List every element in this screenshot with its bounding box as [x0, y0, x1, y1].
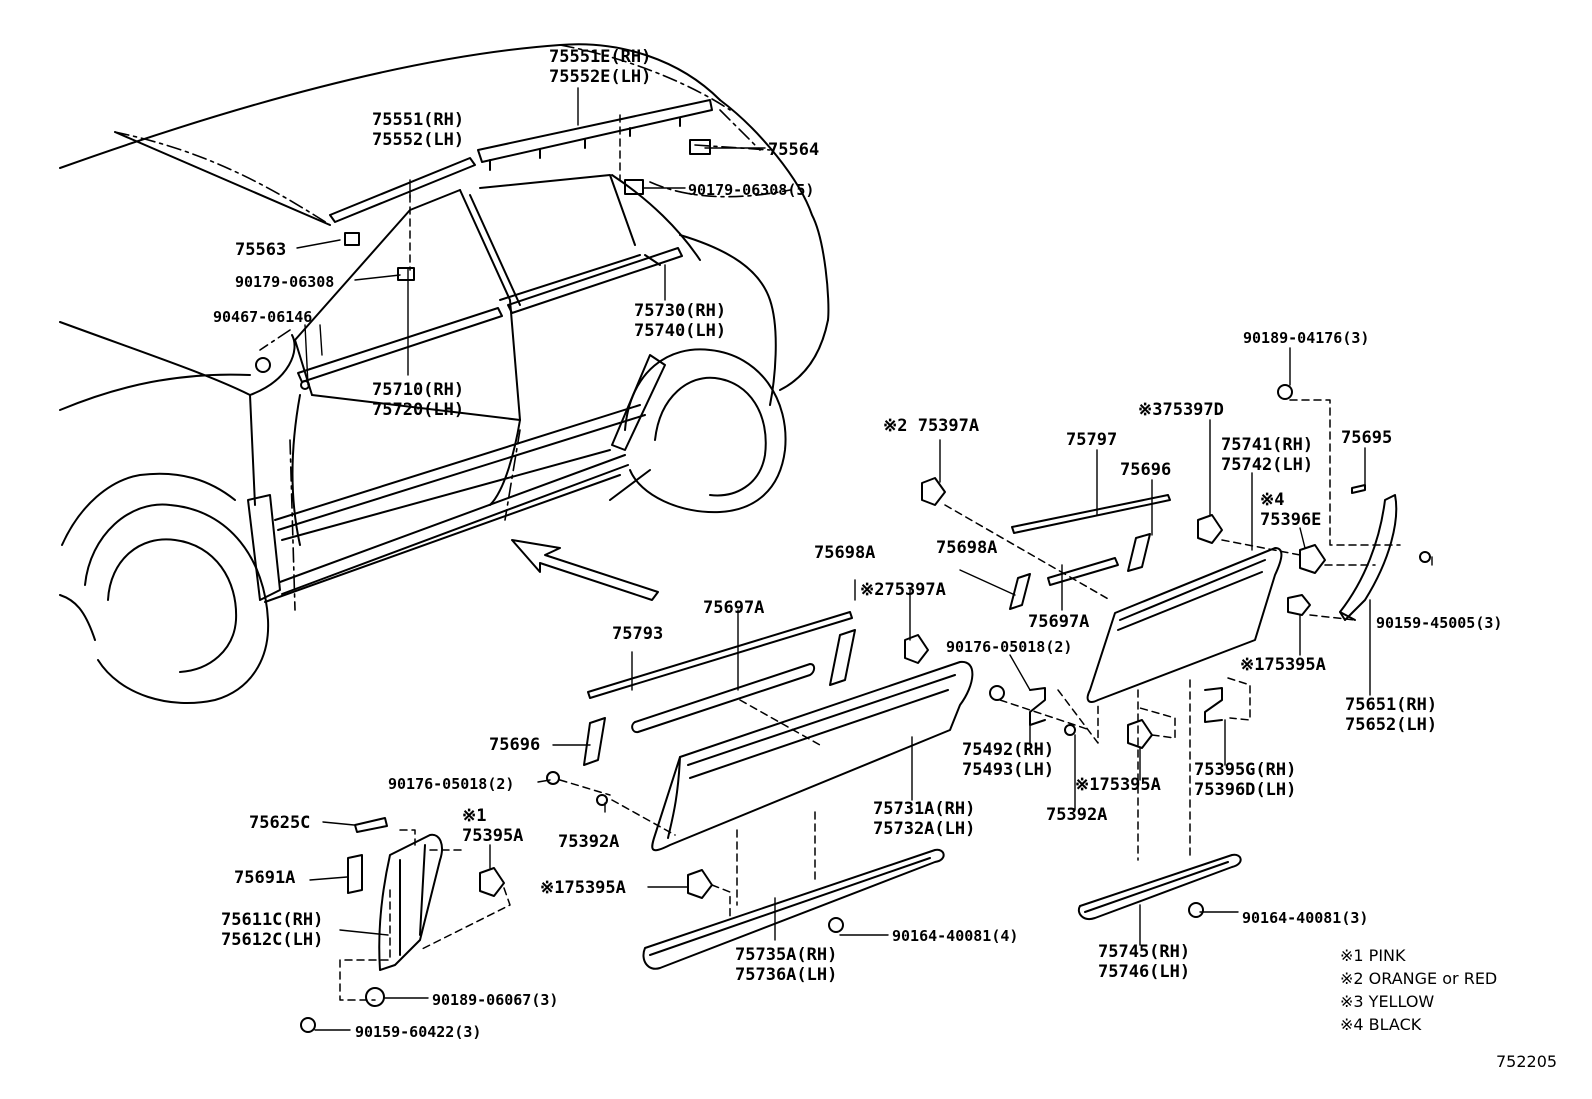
label-75695: 75695 — [1341, 428, 1393, 448]
label-75395A-right: ※175395A — [1240, 655, 1326, 675]
vehicle-dash-lines — [114, 44, 791, 611]
label-90467-06146: 90467-06146 — [213, 308, 313, 326]
label-90189-04176: 90189-04176(3) — [1243, 329, 1370, 347]
dashed-connectors — [339, 114, 1401, 1001]
legend-item-pink: ※1 PINK — [1340, 946, 1406, 965]
label-75396E-mark: ※4 — [1260, 490, 1285, 510]
label-75651-rh: 75651(RH) — [1345, 695, 1438, 715]
label-75691A: 75691A — [234, 868, 296, 888]
label-75611C-rh: 75611C(RH) — [221, 910, 324, 930]
legend-item-black: ※4 BLACK — [1340, 1015, 1422, 1034]
label-75625C: 75625C — [249, 813, 311, 833]
label-75745-rh: 75745(RH) — [1098, 942, 1191, 962]
clip-shapes — [300, 384, 1431, 1033]
label-75720-lh: 75720(LH) — [372, 400, 465, 420]
label-75493-lh: 75493(LH) — [962, 760, 1055, 780]
leader-lines — [296, 87, 1433, 1031]
label-75392A-left: 75392A — [558, 832, 620, 852]
label-90159-60422: 90159-60422(3) — [355, 1023, 482, 1041]
label-75392A-right: 75392A — [1046, 805, 1108, 825]
label-75697A-left: 75697A — [703, 598, 765, 618]
label-75564: 75564 — [768, 140, 820, 160]
label-75395G-rh: 75395G(RH) — [1194, 760, 1297, 780]
label-75697A-right: 75697A — [1028, 612, 1090, 632]
diagram-id: 752205 — [1496, 1052, 1558, 1071]
label-90164-40081-3: 90164-40081(3) — [1242, 909, 1369, 927]
part-shape-75735A — [642, 848, 945, 970]
label-75397A-mid: ※275397A — [860, 580, 946, 600]
label-75551-rh: 75551(RH) — [372, 110, 465, 130]
label-75395A-center: ※175395A — [1075, 775, 1161, 795]
vehicle-body-outline — [59, 43, 830, 704]
label-90164-40081-4: 90164-40081(4) — [892, 927, 1019, 945]
label-75395A-bottom: ※175395A — [540, 878, 626, 898]
label-75740-lh: 75740(LH) — [634, 321, 727, 341]
label-90179-06308: 90179-06308 — [235, 273, 335, 291]
label-75741-rh: 75741(RH) — [1221, 435, 1314, 455]
label-75746-lh: 75746(LH) — [1098, 962, 1191, 982]
label-75797: 75797 — [1066, 430, 1118, 450]
label-75696-right: 75696 — [1120, 460, 1172, 480]
label-75397A-top: ※2 75397A — [883, 416, 980, 436]
label-90179-06308-5: 90179-06308(5) — [688, 181, 815, 199]
label-75396D-lh: 75396D(LH) — [1194, 780, 1297, 800]
label-75731A-rh: 75731A(RH) — [873, 799, 976, 819]
vehicle-clips — [255, 139, 711, 390]
label-75612C-lh: 75612C(LH) — [221, 930, 324, 950]
part-shape-75731A — [651, 660, 974, 852]
label-90176-05018-left: 90176-05018(2) — [388, 775, 515, 793]
label-75696-left: 75696 — [489, 735, 541, 755]
label-75395A-left-mark: ※1 — [462, 806, 487, 826]
label-75793: 75793 — [612, 624, 664, 644]
label-75551E-rh: 75551E(RH) — [549, 47, 652, 67]
label-90159-45005: 90159-45005(3) — [1376, 614, 1503, 632]
label-75730-rh: 75730(RH) — [634, 301, 727, 321]
label-75710-rh: 75710(RH) — [372, 380, 465, 400]
label-75395A-left: 75395A — [462, 826, 524, 846]
part-shape-75741 — [1086, 547, 1283, 703]
label-75652-lh: 75652(LH) — [1345, 715, 1438, 735]
label-75552-lh: 75552(LH) — [372, 130, 465, 150]
label-75732A-lh: 75732A(LH) — [873, 819, 976, 839]
label-75735A-rh: 75735A(RH) — [735, 945, 838, 965]
label-75742-lh: 75742(LH) — [1221, 455, 1314, 475]
direction-arrow — [511, 539, 659, 601]
label-75563: 75563 — [235, 240, 287, 260]
label-75698A-left: 75698A — [814, 543, 876, 563]
legend-item-orange-red: ※2 ORANGE or RED — [1340, 969, 1498, 988]
label-75397D: ※375397D — [1138, 400, 1224, 420]
part-shape-75611C — [378, 833, 443, 971]
part-shape-75651 — [1339, 494, 1398, 621]
label-90189-06067: 90189-06067(3) — [432, 991, 559, 1009]
label-75492-rh: 75492(RH) — [962, 740, 1055, 760]
legend-item-yellow: ※3 YELLOW — [1340, 992, 1435, 1011]
label-75736A-lh: 75736A(LH) — [735, 965, 838, 985]
label-75396E: 75396E — [1260, 510, 1322, 530]
part-shape-75745 — [1077, 853, 1242, 920]
label-75698A-right: 75698A — [936, 538, 998, 558]
label-75552E-lh: 75552E(LH) — [549, 67, 652, 87]
label-90176-05018-right: 90176-05018(2) — [946, 638, 1073, 656]
